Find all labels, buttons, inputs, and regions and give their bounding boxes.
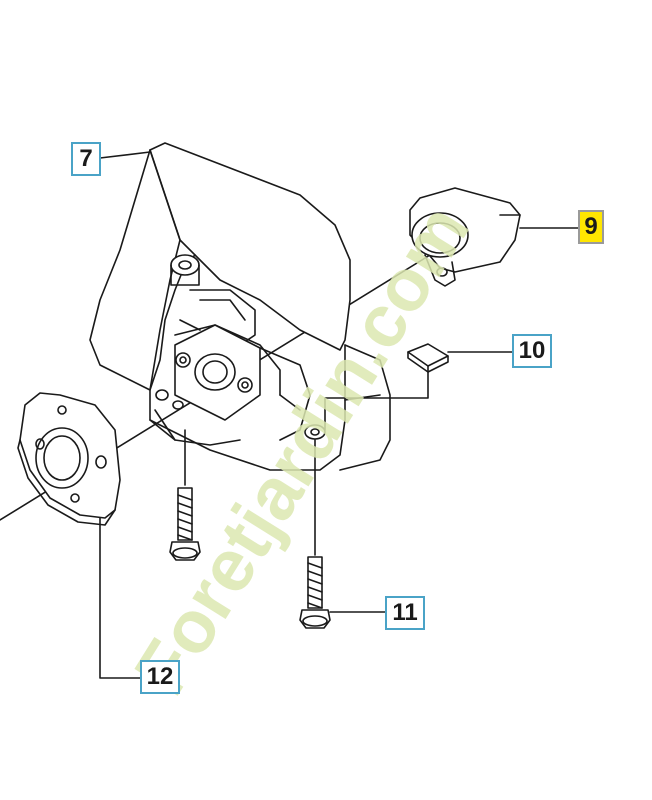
leader-7 [99, 151, 151, 159]
callout-10: 10 [512, 334, 552, 368]
leader-12 [99, 517, 141, 679]
screw-right [299, 439, 331, 629]
screw-left [169, 429, 201, 561]
callout-12: 12 [140, 660, 180, 694]
part-10-nut [407, 343, 449, 373]
callout-11: 11 [385, 596, 425, 630]
leader-10-bracket [324, 371, 429, 431]
part-9-boot [409, 187, 521, 287]
part-7-cover [89, 142, 391, 471]
part-12-gasket [17, 392, 121, 526]
callout-7: 7 [71, 142, 101, 176]
callout-9: 9 [578, 210, 604, 244]
